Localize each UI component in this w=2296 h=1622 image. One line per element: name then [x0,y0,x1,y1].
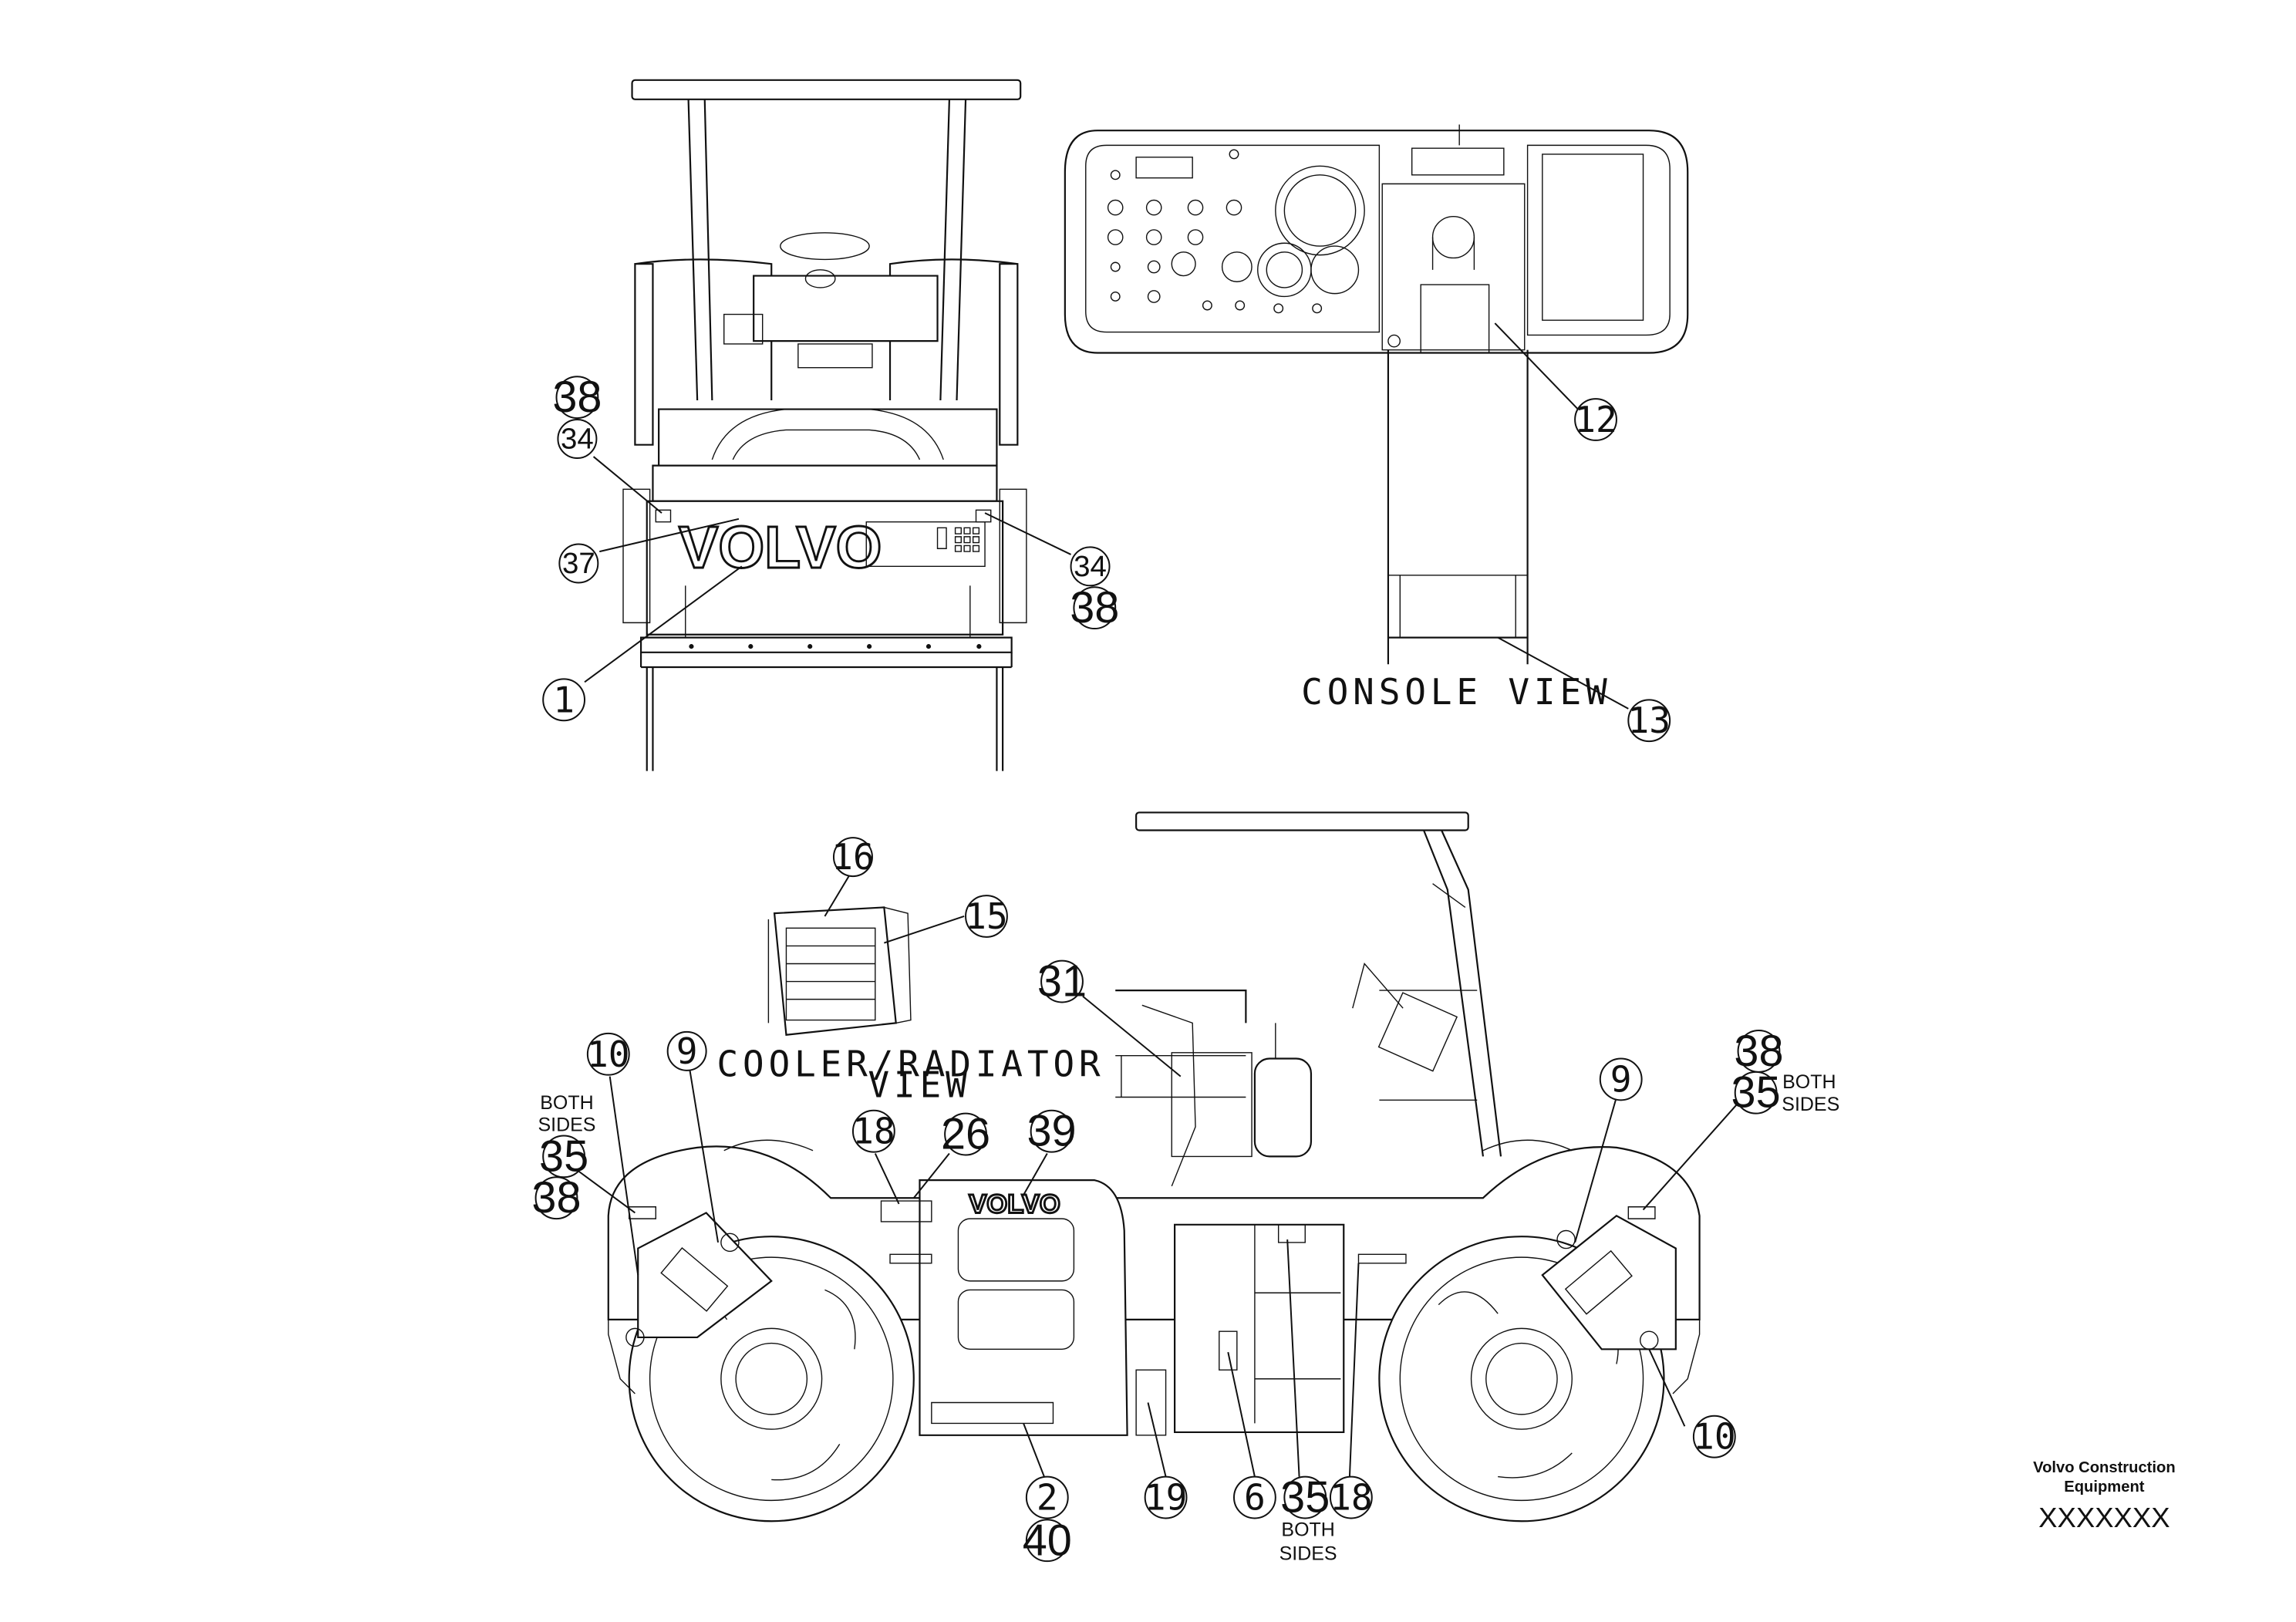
callout-38-right: 38 [1734,1027,1783,1076]
callout-number: 35 [1731,1068,1781,1118]
front-view-drawing: VOLVO [623,80,1027,771]
callout-38-left: 38 [531,1173,581,1222]
callout-18-bottom: 18 [1330,1477,1373,1519]
callout-37: 37 [559,544,598,582]
callout-35-bottom: 35 [1280,1473,1330,1523]
callout-number: 18 [1330,1477,1373,1519]
callout-35-right: 35 [1731,1068,1781,1118]
side-view-drawing: VOLVO [609,812,1700,1521]
callout-12: 12 [1574,399,1617,440]
note-both-sides-left: BOTH SIDES [538,1092,595,1136]
callout-number: 37 [562,547,595,580]
callout-number: 9 [676,1030,698,1072]
callout-number: 1 [553,679,575,720]
note-line: BOTH [540,1092,593,1114]
callout-number: 2 [1037,1477,1058,1519]
callout-number: 35 [539,1131,588,1181]
callout-number: 10 [1693,1416,1736,1458]
callout-10-left: 10 [587,1034,630,1075]
drawing-code: XXXXXXX [2038,1502,2170,1533]
callout-number: 10 [587,1034,630,1075]
callout-40: 40 [1023,1516,1072,1565]
note-both-sides-bottom: BOTH SIDES [1279,1519,1337,1565]
callout-number: 39 [1027,1107,1076,1156]
callout-number: 38 [552,373,602,422]
callout-38-front-left: 38 [552,373,602,422]
callout-number: 38 [1734,1027,1783,1076]
callout-18-left: 18 [852,1111,895,1152]
callout-39: 39 [1027,1107,1076,1156]
note-line: SIDES [1782,1094,1839,1115]
callout-13: 13 [1627,700,1671,741]
callout-number: 34 [1074,550,1107,583]
console-view-drawing: CONSOLE VIEW [1065,124,1687,713]
callout-34-front-right: 34 [1071,547,1110,585]
callout-number: 38 [531,1173,581,1222]
callout-26: 26 [941,1110,990,1159]
cooler-radiator-view-drawing: COOLER/RADIATOR VIEW [716,907,1104,1106]
callout-number: 34 [561,423,594,456]
callout-35-left: 35 [539,1131,588,1181]
company-name-line1: Volvo Construction [2033,1459,2176,1476]
cooler-view-label-line1: COOLER/RADIATOR [716,1044,1104,1085]
callout-15: 15 [965,895,1008,937]
callout-number: 18 [852,1111,895,1152]
note-line: SIDES [1279,1543,1337,1564]
callout-number: 16 [831,836,875,878]
callout-6: 6 [1234,1477,1276,1519]
note-both-sides-right: BOTH SIDES [1782,1071,1839,1115]
volvo-logo-front: VOLVO [679,514,882,581]
callout-1: 1 [543,679,585,720]
callout-31: 31 [1037,957,1087,1007]
volvo-logo-side: VOLVO [969,1189,1060,1219]
callout-number: 13 [1627,700,1671,741]
callout-number: 38 [1070,583,1119,632]
callout-number: 31 [1037,957,1087,1007]
callout-34-front-left: 34 [558,420,596,458]
callout-number: 19 [1145,1477,1188,1519]
callout-number: 12 [1574,399,1617,440]
callout-10-right: 10 [1693,1416,1736,1458]
note-line: BOTH [1782,1071,1836,1093]
callout-number: 40 [1023,1516,1072,1565]
callout-38-front-right: 38 [1070,583,1119,632]
callout-9-right: 9 [1600,1058,1642,1100]
title-block: Volvo Construction Equipment XXXXXXX [2033,1459,2176,1533]
company-name-line2: Equipment [2064,1479,2145,1496]
note-line: BOTH [1281,1519,1334,1541]
callout-number: 6 [1244,1477,1266,1519]
cooler-view-label-line2: VIEW [868,1064,971,1106]
console-view-label: CONSOLE VIEW [1301,671,1611,713]
callout-number: 26 [941,1110,990,1159]
callout-number: 9 [1610,1058,1632,1100]
callout-19: 19 [1145,1477,1188,1519]
callout-2: 2 [1027,1477,1068,1519]
callout-9-left: 9 [668,1030,706,1072]
leader-lines [578,323,1738,1477]
callout-number: 15 [965,895,1008,937]
callout-number: 35 [1280,1473,1330,1523]
callout-16: 16 [831,836,875,878]
note-line: SIDES [538,1114,595,1136]
